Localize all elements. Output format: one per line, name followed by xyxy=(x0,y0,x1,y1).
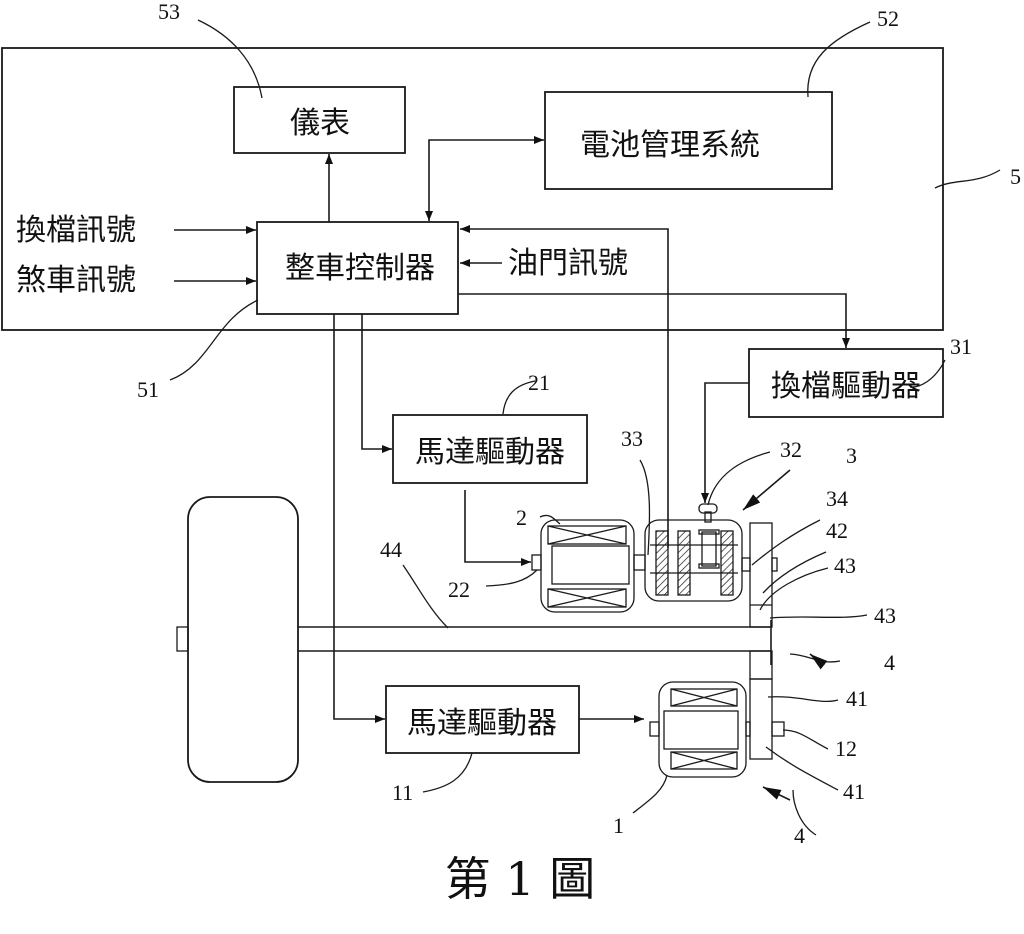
ref-1: 1 xyxy=(613,813,624,838)
signal-connections xyxy=(174,136,850,723)
gearbox-pointer-arrow xyxy=(742,469,791,511)
figure-caption: 第 1 圖 xyxy=(445,852,596,906)
motor-driver-lower-block: 馬達驅動器 xyxy=(385,685,580,754)
ref-5: 5 xyxy=(1010,164,1021,189)
actuator-stem xyxy=(704,511,712,523)
meter-block: 儀表 xyxy=(233,86,406,154)
vcu-to-motor-driver-lower-arrow xyxy=(333,314,385,723)
bms-label: 電池管理系統 xyxy=(580,128,760,163)
ref-22: 22 xyxy=(448,577,470,602)
ref-52: 52 xyxy=(877,6,899,31)
vcu-to-shift-driver-arrow xyxy=(458,293,850,348)
ref-51: 51 xyxy=(137,377,159,402)
motor-upper-shaft xyxy=(531,554,542,571)
ref-53: 53 xyxy=(158,0,180,24)
motor-driver-upper-to-motor-arrow xyxy=(464,490,531,566)
gearbox-feedback-line xyxy=(460,225,669,548)
reference-numerals: 53 52 5 51 31 21 33 32 3 34 42 43 43 2 4… xyxy=(137,0,1021,848)
ref-21: 21 xyxy=(528,370,550,395)
ref-2: 2 xyxy=(516,505,527,530)
vcu-to-motor-driver-upper-arrow xyxy=(361,314,392,453)
ref-43b: 43 xyxy=(874,603,896,628)
vcu-bms-link xyxy=(425,136,544,221)
ref-12: 12 xyxy=(835,736,857,761)
ref-3: 3 xyxy=(846,443,857,468)
ref-41a: 41 xyxy=(846,686,868,711)
ref-4: 4 xyxy=(884,650,895,675)
shift-driver-to-actuator-arrow xyxy=(701,382,749,503)
motor-lower-shaft-12 xyxy=(771,721,785,737)
ref-42: 42 xyxy=(826,518,848,543)
shift-driver-label: 換檔驅動器 xyxy=(771,369,921,404)
motor-lower xyxy=(649,681,751,778)
ref-31: 31 xyxy=(950,334,972,359)
shift-signal-label: 換檔訊號 xyxy=(16,213,136,248)
leader-lines xyxy=(169,19,1001,836)
meter-label: 儀表 xyxy=(290,106,350,141)
transmission-gears xyxy=(749,522,785,760)
throttle-signal-label: 油門訊號 xyxy=(508,246,628,281)
wheel xyxy=(187,496,299,783)
ref-41b: 41 xyxy=(843,779,865,804)
ref-33: 33 xyxy=(621,426,643,451)
ref-43a: 43 xyxy=(834,553,856,578)
motor-driver-upper-block: 馬達驅動器 xyxy=(392,414,588,484)
ref-4-lower: 4 xyxy=(794,823,805,848)
transmission-lower-pointer-arrow xyxy=(762,786,791,801)
motor-upper xyxy=(531,519,646,613)
motor-driver-upper-label: 馬達驅動器 xyxy=(415,435,565,470)
motor-driver-lower-label: 馬達驅動器 xyxy=(407,706,557,741)
ref-32: 32 xyxy=(780,437,802,462)
bms-block: 電池管理系統 xyxy=(544,91,833,190)
transmission-pointer-arrow xyxy=(809,653,828,670)
gearbox xyxy=(644,503,751,602)
vcu-block: 整車控制器 xyxy=(256,221,459,315)
vcu-label: 整車控制器 xyxy=(285,251,435,286)
brake-signal-label: 煞車訊號 xyxy=(16,263,136,298)
axle xyxy=(176,626,771,652)
ref-34: 34 xyxy=(826,486,848,511)
ref-44: 44 xyxy=(380,537,402,562)
ref-11: 11 xyxy=(392,780,413,805)
shift-driver-block: 換檔驅動器 xyxy=(748,348,944,418)
